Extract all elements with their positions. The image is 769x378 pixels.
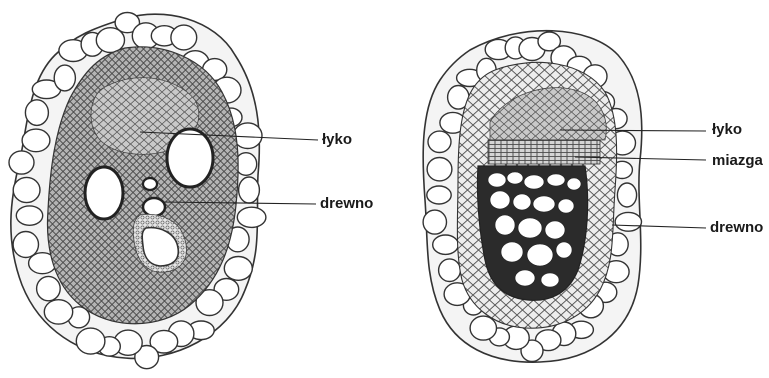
label-left-phloem: łyko [322, 132, 352, 147]
sheath-cell [25, 100, 48, 126]
sheath-cell [617, 183, 636, 207]
left-vessel-small-1 [143, 178, 157, 190]
left-vascular-bundle [9, 13, 318, 369]
sheath-cell [76, 328, 105, 354]
sheath-cell [615, 212, 641, 231]
xylem-vessel [558, 199, 574, 213]
label-left-xylem: drewno [320, 196, 373, 211]
sheath-cell [13, 177, 40, 202]
xylem-vessel [501, 242, 523, 262]
label-right-phloem: łyko [712, 122, 742, 137]
sheath-cell [171, 25, 197, 50]
sheath-cell [37, 276, 61, 300]
label-right-xylem: drewno [710, 220, 763, 235]
xylem-vessel [524, 175, 544, 189]
xylem-vessel [490, 191, 510, 209]
xylem-vessel [515, 270, 535, 286]
sheath-cell [470, 316, 496, 340]
left-vessel-small-2 [143, 198, 165, 216]
sheath-cell [239, 177, 260, 203]
sheath-cell [423, 210, 446, 234]
sheath-cell [237, 207, 266, 227]
sheath-cell [54, 65, 75, 91]
xylem-vessel [567, 178, 581, 190]
xylem-vessel [527, 244, 553, 266]
label-right-cambium: miazga [712, 153, 763, 168]
sheath-cell [13, 232, 38, 258]
xylem-vessel [513, 194, 531, 210]
sheath-cell [427, 158, 452, 181]
xylem-vessel [556, 242, 572, 258]
sheath-cell [9, 151, 34, 174]
right-vascular-bundle [423, 31, 706, 362]
xylem-vessel [541, 273, 559, 287]
xylem-vessel [518, 218, 542, 238]
xylem-vessel [545, 221, 565, 239]
xylem-vessel [507, 172, 523, 184]
xylem-vessel [533, 196, 555, 212]
xylem-vessel [547, 174, 565, 186]
sheath-cell [439, 259, 461, 282]
xylem-vessel [488, 173, 506, 187]
xylem-vessel [495, 215, 515, 235]
left-vessel-large-left [85, 167, 123, 219]
sheath-cell [433, 235, 459, 254]
sheath-cell [428, 131, 451, 152]
sheath-cell [427, 186, 451, 204]
right-cambium-band [488, 140, 600, 164]
sheath-cell [16, 206, 42, 225]
sheath-cell [224, 257, 252, 281]
sheath-cell [22, 129, 50, 152]
sheath-cell [44, 300, 72, 324]
left-vessel-large-right [167, 129, 213, 187]
